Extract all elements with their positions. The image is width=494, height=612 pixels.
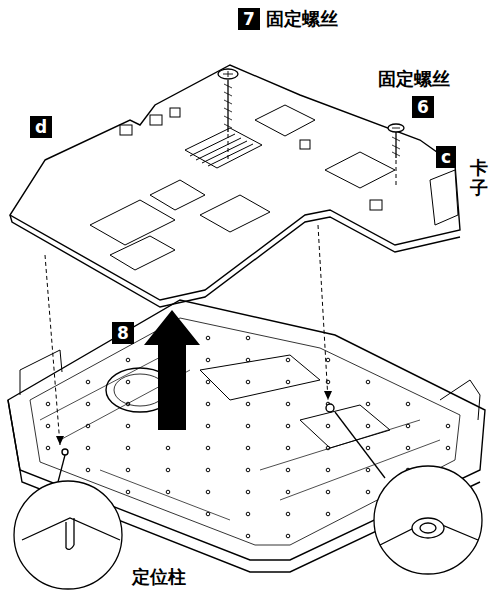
callout-number: 6 xyxy=(412,96,434,118)
board-components xyxy=(90,105,458,270)
part-name: 定位柱 xyxy=(130,566,188,588)
callout-number: 8 xyxy=(112,322,134,344)
guide-line xyxy=(45,134,396,445)
callout-number: d xyxy=(30,116,52,138)
zoom-detail xyxy=(14,412,482,589)
guide-arrowhead xyxy=(56,391,332,445)
part-name: 固定螺丝 xyxy=(376,68,452,90)
callout-number: 7 xyxy=(238,8,260,30)
callout-number: c xyxy=(436,146,456,168)
motherboard xyxy=(10,65,460,307)
part-name: 固定螺丝 xyxy=(264,8,340,30)
part-name: 卡子 xyxy=(468,158,490,198)
lift-arrow xyxy=(144,310,200,430)
